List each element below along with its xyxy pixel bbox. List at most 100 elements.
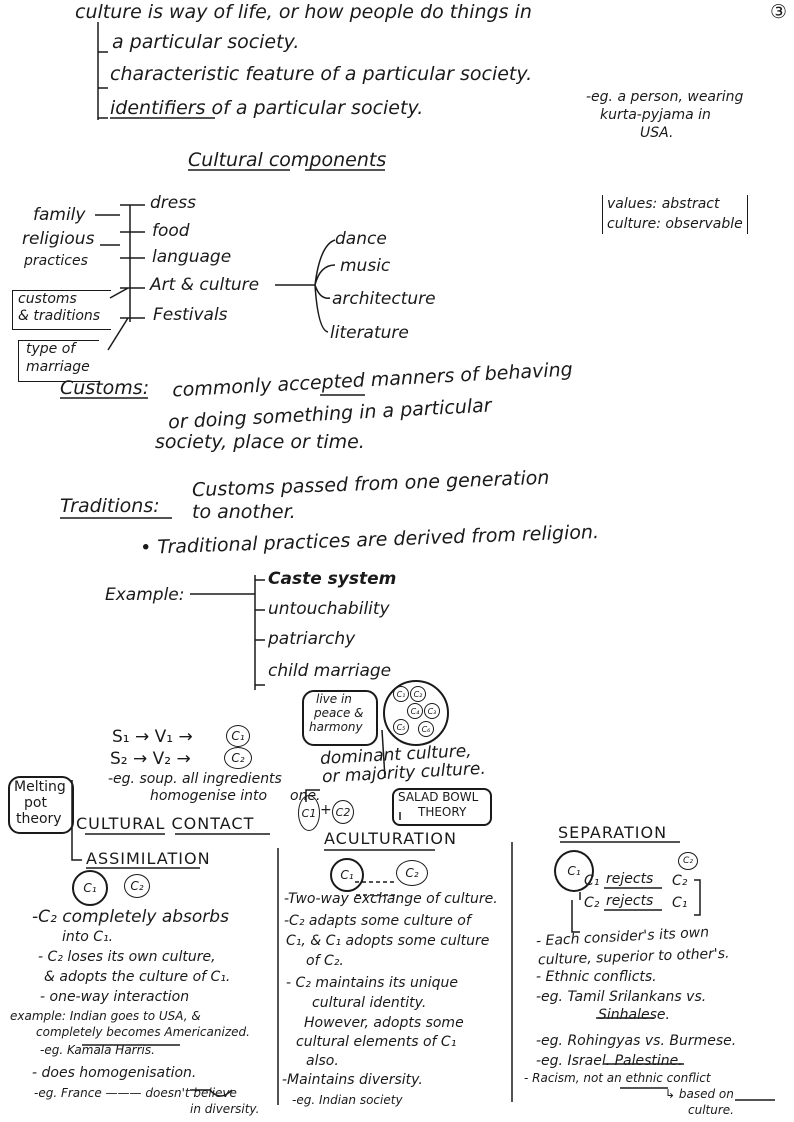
c1-circle: C₁ (554, 850, 594, 892)
assimilation-title: ASSIMILATION (86, 849, 211, 868)
component-left: religious (22, 229, 95, 249)
component-left: & traditions (18, 308, 101, 324)
component-item: dress (150, 193, 196, 213)
separation-title: SEPARATION (558, 823, 668, 842)
acculturation-point: However, adopts some (304, 1015, 464, 1031)
definition-line: characteristic feature of a particular s… (110, 63, 533, 85)
definition-line: a particular society. (112, 31, 300, 53)
tradition-example: Caste system (268, 569, 397, 589)
bowl-c6: C₆ (418, 721, 434, 737)
salad-bowl-text: THEORY (418, 805, 467, 819)
separation-point: culture. (688, 1103, 734, 1117)
assimilation-point: -eg. Kamala Harris. (40, 1043, 155, 1057)
assimilation-point: - one-way interaction (40, 989, 190, 1005)
traditions-line: to another. (192, 501, 296, 523)
cultural-contact-title: CULTURAL CONTACT (76, 814, 255, 833)
definition-line: identifiers of a particular society. (110, 97, 424, 119)
c1-circle: C₁ (72, 870, 108, 906)
salad-bowl-text: SALAD BOWL (398, 790, 479, 804)
acculturation-point: cultural identity. (312, 995, 427, 1011)
assimilation-point: - does homogenisation. (32, 1065, 197, 1081)
component-left: practices (24, 253, 88, 269)
soup-example: -eg. soup. all ingredients (108, 771, 282, 787)
component-item: food (152, 221, 190, 241)
separation-point: Sinhalese. (598, 1007, 670, 1023)
marriage-box (18, 340, 99, 382)
rejects-row: rejects (606, 871, 654, 887)
c1-circle: C₁ (330, 858, 364, 892)
rejects-row: C₁ (584, 873, 600, 889)
example-label: Example: (105, 585, 185, 605)
plus-sign: + (320, 802, 332, 818)
separation-point: -eg. Israel. Palestine. (536, 1053, 683, 1069)
component-left: marriage (26, 359, 90, 375)
s2-flow: S₂ → V₂ → (110, 749, 191, 769)
bowl-c2: C₂ (410, 686, 426, 702)
s1-flow: S₁ → V₁ → (112, 727, 193, 747)
c1-circle: C₁ (226, 725, 250, 747)
acculturation-point: cultural elements of C₁ (296, 1034, 457, 1050)
art-item: architecture (332, 289, 436, 309)
acculturation-point: - C₂ maintains its unique (286, 975, 459, 991)
melting-pot-box (8, 776, 74, 834)
bowl-c3: C₃ (424, 703, 440, 719)
component-item: language (152, 247, 232, 267)
c2-small-circle: C2 (332, 800, 354, 824)
definition-line: culture is way of life, or how people do… (75, 1, 532, 23)
assimilation-point: completely becomes Americanized. (36, 1025, 250, 1039)
assimilation-point: & adopts the culture of C₁. (44, 969, 231, 985)
rejects-row: C₂ (584, 895, 600, 911)
customs-box (12, 290, 111, 330)
melting-pot-text: Melting (14, 779, 66, 795)
bowl-c4: C₄ (407, 703, 423, 719)
separation-point: -eg. Rohingyas vs. Burmese. (536, 1033, 737, 1049)
acculturation-point: -C₂ adapts some culture of (284, 913, 471, 929)
values-note-line: values: abstract (607, 196, 720, 212)
melting-pot-text: theory (16, 811, 62, 827)
tradition-example: patriarchy (268, 629, 356, 649)
tradition-example: untouchability (268, 599, 390, 619)
customs-label: Customs: (60, 377, 150, 399)
component-left: customs (18, 291, 77, 307)
assimilation-point: example: Indian goes to USA, & (10, 1009, 201, 1023)
c2-circle: C₂ (224, 747, 252, 769)
separation-point: ↳ based on (665, 1087, 734, 1101)
example-note: USA. (640, 125, 674, 141)
c2-circle: C₂ (396, 860, 428, 886)
separation-point: - Ethnic conflicts. (536, 969, 657, 985)
peace-text: peace & (314, 706, 364, 720)
art-item: literature (330, 323, 409, 343)
separation-point: -eg. Tamil Srilankans vs. (536, 989, 707, 1005)
art-item: music (340, 256, 391, 276)
example-note: kurta-pyjama in (600, 107, 711, 123)
assimilation-point: -eg. France ——— doesn't believe (34, 1086, 237, 1100)
separation-point: - Racism, not an ethnic conflict (524, 1071, 711, 1085)
melting-pot-text: pot (24, 795, 47, 811)
traditions-label: Traditions: (60, 495, 160, 517)
rejects-row: rejects (606, 893, 654, 909)
section-title: Cultural components (188, 149, 387, 171)
assimilation-point: - C₂ loses its own culture, (38, 949, 216, 965)
component-left: family (33, 205, 86, 225)
component-item: Festivals (153, 305, 228, 325)
rejects-row: C₁ (672, 895, 688, 911)
acculturation-point: C₁, & C₁ adopts some culture (286, 933, 490, 949)
peace-text: harmony (309, 720, 363, 734)
peace-text: live in (316, 692, 352, 706)
peace-box (302, 690, 378, 746)
acculturation-point: also. (306, 1053, 339, 1069)
component-left: type of (26, 341, 76, 357)
bowl-c1: C₁ (393, 686, 409, 702)
component-item: Art & culture (150, 275, 260, 295)
assimilation-point: -C₂ completely absorbs (32, 907, 229, 927)
customs-line: society, place or time. (155, 431, 365, 453)
bowl-c5: C₅ (393, 719, 409, 735)
acculturation-title: ACULTURATION (324, 829, 457, 848)
acculturation-point: -eg. Indian society (292, 1093, 403, 1107)
acculturation-point: of C₂. (306, 953, 344, 969)
salad-bowl-box (392, 788, 492, 826)
c1-dominant-circle: C1 (298, 795, 320, 831)
c2-circle: C₂ (678, 852, 698, 870)
